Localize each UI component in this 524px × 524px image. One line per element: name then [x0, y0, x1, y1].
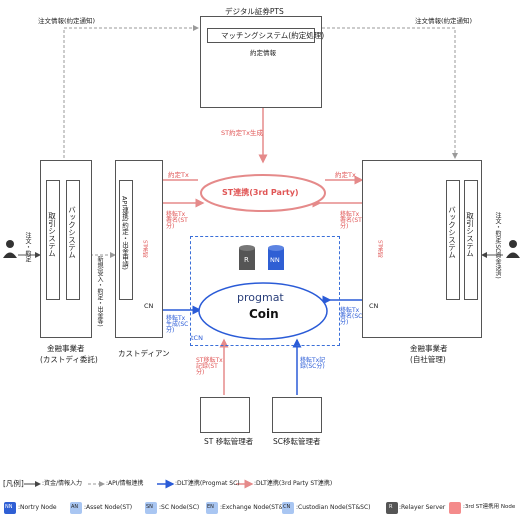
api-label: API連携(約定・出金申請): [120, 196, 129, 270]
left-person-icon: [3, 240, 17, 258]
left-trade-system-box: [46, 180, 60, 300]
custodian-caption: カストディアン: [118, 349, 170, 358]
left-investor-caption1: 金融事業者: [47, 344, 85, 353]
progmat-ellipse: [198, 282, 328, 340]
legend-l3: :DLT連携(Progmat SC): [175, 480, 240, 487]
legend-l4: :DLT連携(3rd Party ST連携): [254, 480, 333, 487]
contract-tx-right: 約定Tx: [335, 171, 356, 179]
legend-a-en: EN: [207, 504, 214, 510]
right-trade-system: 取引システム: [465, 212, 475, 257]
progmat-network-box: [190, 236, 340, 346]
st-connect-label: ST連携(3rd Party): [222, 188, 299, 197]
left-trade-system: 取引システム: [47, 212, 57, 257]
pts-title: デジタル証券PTS: [225, 7, 284, 16]
legend-a-an: AN: [71, 504, 79, 510]
legend-n7: :3rd ST連携用 Node: [463, 504, 516, 510]
legend-a-sn: SN: [146, 504, 153, 510]
contract-tx-left: 約定Tx: [168, 171, 189, 179]
legend-title: [凡例]: [3, 479, 24, 488]
legend-n1: :Nortry Node: [18, 504, 57, 511]
right-order-label: 注文・約定(SC資金決済): [494, 212, 501, 279]
api-box: [119, 180, 133, 300]
right-investor-caption1: 金融事業者: [410, 344, 448, 353]
left-back-system-box: [66, 180, 80, 300]
legend-n6: :Relayer Server: [399, 504, 446, 511]
bottom-left-box: [200, 397, 250, 433]
right-trade-system-box: [464, 180, 478, 300]
vert-left: ST承認: [141, 240, 148, 258]
legend-n5: :Custodian Node(ST&SC): [296, 504, 371, 511]
bottom-right-label: SC移転管理者: [273, 437, 321, 446]
progmat-label2: Coin: [249, 307, 279, 321]
legend-cn-icon: [282, 502, 294, 514]
legend-st-icon: [449, 502, 461, 514]
sign-tx-left: 移転Tx署名(ST分): [166, 211, 188, 230]
bottom-right-box: [272, 397, 322, 433]
ccn-label: tCN: [191, 334, 203, 342]
nn-cylinder: [268, 245, 284, 270]
legend-en-icon: [206, 502, 218, 514]
matching-label: マッチングシステム(約定処理): [221, 31, 325, 40]
r-cylinder: [239, 245, 255, 270]
st-tx-left: ST移転Tx記録(ST分): [196, 357, 223, 376]
node-nn-label: NN: [270, 256, 280, 264]
progmat-label1: progmat: [237, 291, 284, 304]
legend-l1: :資金/情報入力: [42, 480, 83, 487]
left-order-info: 注文情報(約定通知): [38, 17, 96, 25]
legend-n4: :Exchange Node(ST&SC): [220, 504, 294, 511]
right-order-info: 注文情報(約定通知): [415, 17, 473, 25]
sign-tx-right: 移転Tx署名(ST分): [340, 211, 362, 230]
left-order-label: 注文・約定: [24, 232, 31, 262]
st-connect-ellipse: [200, 174, 326, 212]
right-back-system-box: [446, 180, 460, 300]
matching-box: [207, 28, 315, 43]
right-order-connector: [322, 27, 458, 159]
legend-l2: :API/情報連携: [106, 480, 144, 487]
node-cn-right: CN: [369, 302, 379, 310]
vert-right: ST承認: [376, 240, 383, 258]
contract-info: 約定情報: [250, 49, 276, 57]
right-investor-box: [362, 160, 482, 338]
right-person-icon: [506, 240, 520, 258]
sc-tx-right: 移転Tx記録(SC分): [300, 357, 326, 370]
left-order-connector: [63, 25, 199, 158]
legend-an-icon: [70, 502, 82, 514]
node-r-label: R: [244, 256, 249, 264]
left-investor-caption2: (カストディ委託): [40, 355, 98, 364]
right-back-system: バックシステム: [447, 206, 457, 259]
legend-nn-icon: [4, 502, 16, 514]
st-contract-tx: ST約定Tx生成: [221, 129, 263, 137]
legend-n3: :SC Node(SC): [159, 504, 200, 511]
right-investor-caption2: (自社管理): [410, 355, 446, 364]
bottom-left-label: ST 移転管理者: [204, 437, 254, 446]
legend-a-cn: CN: [283, 504, 291, 510]
legend-n2: :Asset Node(ST): [84, 504, 133, 511]
left-back-system: バックシステム: [67, 206, 77, 259]
custodian-side-note: 新規(受入・約定・出金等): [96, 256, 103, 327]
legend-r-icon: [386, 502, 398, 514]
node-cn-left: CN: [144, 302, 154, 310]
legend-a-nn: NN: [5, 504, 13, 510]
sign-tx-center-right: 移転Tx署名(SC分): [340, 307, 363, 326]
legend-a-r: R: [389, 504, 393, 510]
legend-sn-icon: [145, 502, 157, 514]
sign-tx-center-left: 移転Tx生成(SC分): [166, 315, 189, 334]
